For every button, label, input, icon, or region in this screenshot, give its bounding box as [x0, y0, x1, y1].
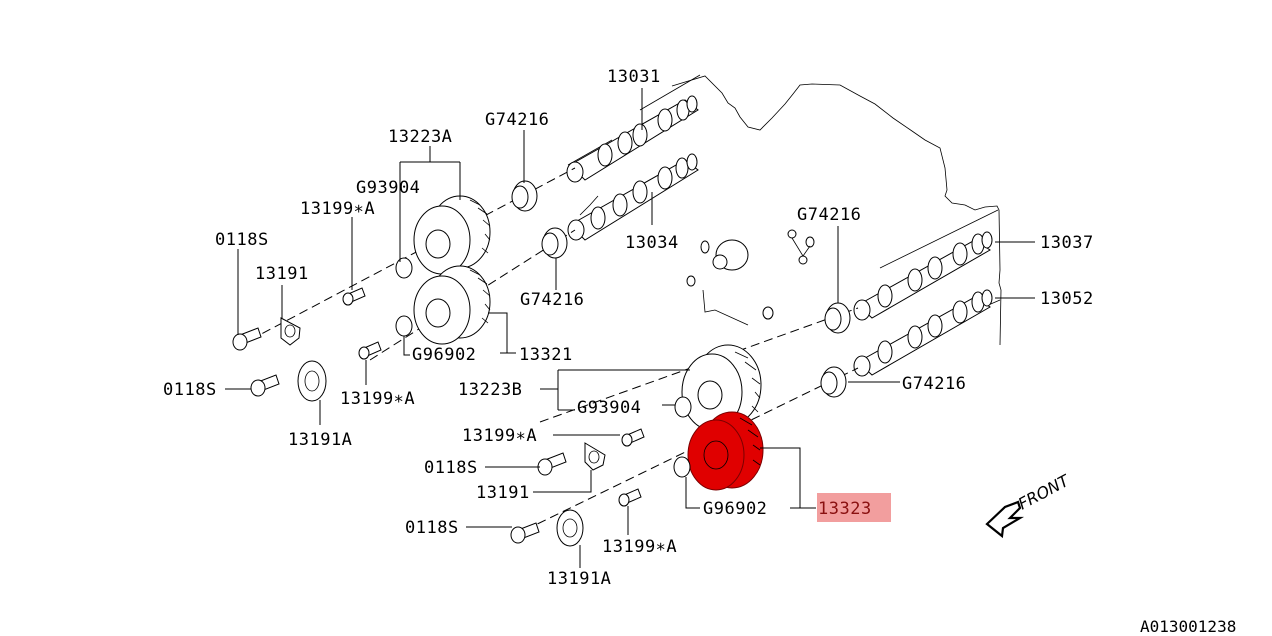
leader-line [399, 146, 461, 262]
label-13037[interactable]: 13037 [1040, 233, 1094, 253]
label-13199a-4[interactable]: 13199∗A [602, 537, 677, 557]
plate-13191a-1[interactable] [297, 360, 327, 402]
label-13321[interactable]: 13321 [519, 345, 573, 365]
label-g96902-a[interactable]: G96902 [412, 345, 476, 365]
label-13052[interactable]: 13052 [1040, 289, 1094, 309]
cam-sensor-parts [686, 229, 815, 326]
o-ring-g96902-b[interactable] [673, 456, 691, 478]
bolt-13199a-1[interactable] [342, 287, 366, 306]
o-ring-g93904-a[interactable] [395, 257, 413, 279]
bolt-0118s-1[interactable] [232, 327, 262, 351]
camshaft-13031[interactable] [566, 95, 699, 183]
label-g74216-a[interactable]: G74216 [485, 110, 549, 130]
label-g74216-d[interactable]: G74216 [902, 374, 966, 394]
label-13031[interactable]: 13031 [607, 67, 661, 87]
label-g74216-c[interactable]: G74216 [797, 205, 861, 225]
label-13223b[interactable]: 13223B [458, 380, 522, 400]
leader-line [760, 447, 816, 509]
label-g74216-b[interactable]: G74216 [520, 290, 584, 310]
engine-block-edge [879, 209, 999, 269]
front-direction-indicator: FRONT [985, 471, 1073, 539]
bolt-13199a-3[interactable] [621, 428, 645, 447]
leader-line [540, 369, 690, 411]
label-13191-1[interactable]: 13191 [255, 264, 309, 284]
front-arrow-icon [985, 500, 1025, 539]
label-13199a-2[interactable]: 13199∗A [340, 389, 415, 409]
label-13191a-1[interactable]: 13191A [288, 430, 352, 450]
sprocket-13321[interactable] [413, 265, 491, 345]
label-g93904-b[interactable]: G93904 [577, 398, 641, 418]
bolt-0118s-2[interactable] [250, 374, 280, 397]
label-13323-selected[interactable]: 13323 [818, 499, 872, 519]
bolt-13199a-2[interactable] [358, 341, 382, 360]
oil-seal-g74216-b[interactable] [541, 227, 568, 259]
label-13034[interactable]: 13034 [625, 233, 679, 253]
label-0118s-1[interactable]: 0118S [215, 230, 269, 250]
document-id: A013001238 [1140, 617, 1236, 636]
leader-line [685, 477, 700, 509]
plate-13191a-2[interactable] [556, 509, 584, 547]
label-g93904-a[interactable]: G93904 [356, 178, 420, 198]
sprocket-13223b[interactable] [681, 344, 762, 431]
camshaft-13034[interactable] [567, 153, 699, 241]
label-13199a-1[interactable]: 13199∗A [300, 199, 375, 219]
plate-13191-2[interactable] [584, 442, 606, 471]
label-13223a[interactable]: 13223A [388, 127, 452, 147]
label-13199a-3[interactable]: 13199∗A [462, 426, 537, 446]
plate-13191-1[interactable] [280, 317, 301, 346]
label-0118s-4[interactable]: 0118S [405, 518, 459, 538]
leader-line [488, 312, 516, 354]
oil-seal-g74216-a[interactable] [511, 180, 538, 212]
selected-part-highlight [817, 493, 891, 522]
engine-block-edge [579, 195, 599, 216]
engine-block-edge [639, 74, 701, 111]
front-label: FRONT [1015, 471, 1073, 514]
axis-line [369, 229, 576, 361]
engine-block-outline [671, 75, 1002, 346]
sprocket-13223a[interactable] [413, 195, 491, 275]
leader-line [403, 336, 410, 356]
camshaft-13037[interactable] [853, 231, 993, 321]
label-g96902-b[interactable]: G96902 [703, 499, 767, 519]
axis-line [249, 167, 576, 341]
camshaft-13052[interactable] [853, 289, 993, 377]
bolt-0118s-4[interactable] [510, 522, 540, 544]
sprocket-13323-highlighted[interactable] [687, 411, 764, 491]
o-ring-g96902-a[interactable] [395, 315, 413, 337]
label-0118s-3[interactable]: 0118S [424, 458, 478, 478]
o-ring-g93904-b[interactable] [674, 396, 692, 418]
bolt-0118s-3[interactable] [537, 452, 567, 476]
label-13191-2[interactable]: 13191 [476, 483, 530, 503]
bolt-13199a-4[interactable] [618, 488, 642, 507]
leader-line [533, 470, 592, 493]
label-13191a-2[interactable]: 13191A [547, 569, 611, 589]
label-0118s-2[interactable]: 0118S [163, 380, 217, 400]
oil-seal-g74216-d[interactable] [820, 366, 847, 398]
oil-seal-g74216-c[interactable] [824, 302, 851, 334]
